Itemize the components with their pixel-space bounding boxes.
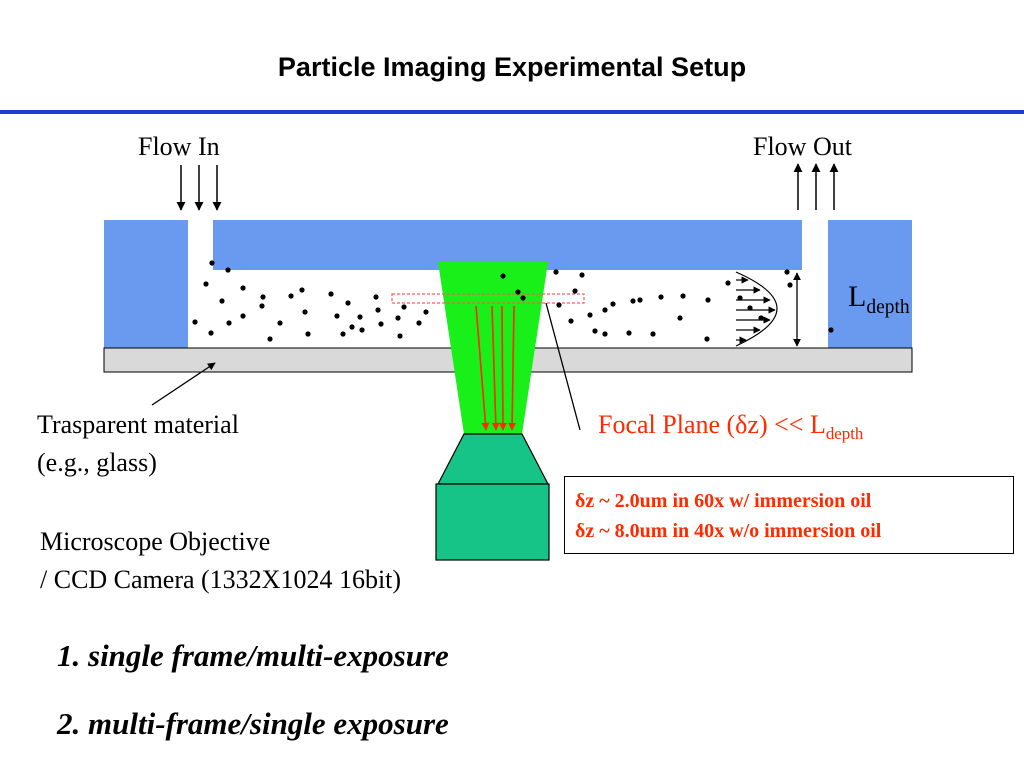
slide-title: Particle Imaging Experimental Setup [277,52,747,82]
light-rays [475,305,517,431]
focal-plane-leader-line [545,302,581,431]
glass-leader-line [151,362,216,406]
transparent-material-line1: Trasparent material [37,410,239,439]
note-single-frame: 1. single frame/multi-exposure [57,638,449,673]
l-depth-main: L [848,280,867,313]
focal-plane-main: Focal Plane (δz) << L [598,410,826,439]
l-depth-subscript: depth [866,296,910,318]
flow-out-arrows [793,163,839,210]
note-multi-frame: 2. multi-frame/single exposure [57,706,449,741]
flow-in-arrows [176,165,222,211]
info-line-40x: δz ~ 8.0um in 40x w/o immersion oil [575,520,882,542]
transparent-material-line2: (e.g., glass) [37,447,157,477]
objective-line2: / CCD Camera (1332X1024 16bit) [40,564,402,594]
channel-left-wall [104,220,188,348]
flow-in-label: Flow In [138,132,220,161]
ccd-camera [435,483,550,561]
focal-plane-label: Focal Plane (δz) << Ldepth [598,406,863,446]
velocity-profile [735,271,778,347]
l-depth-label: Ldepth [848,280,910,319]
focal-plane-subscript: depth [825,423,864,443]
info-line-60x: δz ~ 2.0um in 60x w/ immersion oil [575,490,872,512]
title-rule [0,110,1024,114]
channel-right-wall [828,220,912,348]
objective-label: Microscope Objective / CCD Camera (1332X… [40,523,401,598]
objective-line1: Microscope Objective [40,527,271,556]
transparent-material-label: Trasparent material (e.g., glass) [37,406,239,481]
focal-depth-info-box: δz ~ 2.0um in 60x w/ immersion oil δz ~ … [564,476,1014,554]
channel-top-wall [213,220,802,270]
particles [192,260,834,342]
flow-out-label: Flow Out [753,132,852,161]
focal-plane [391,293,585,304]
objective-lens [437,433,549,485]
